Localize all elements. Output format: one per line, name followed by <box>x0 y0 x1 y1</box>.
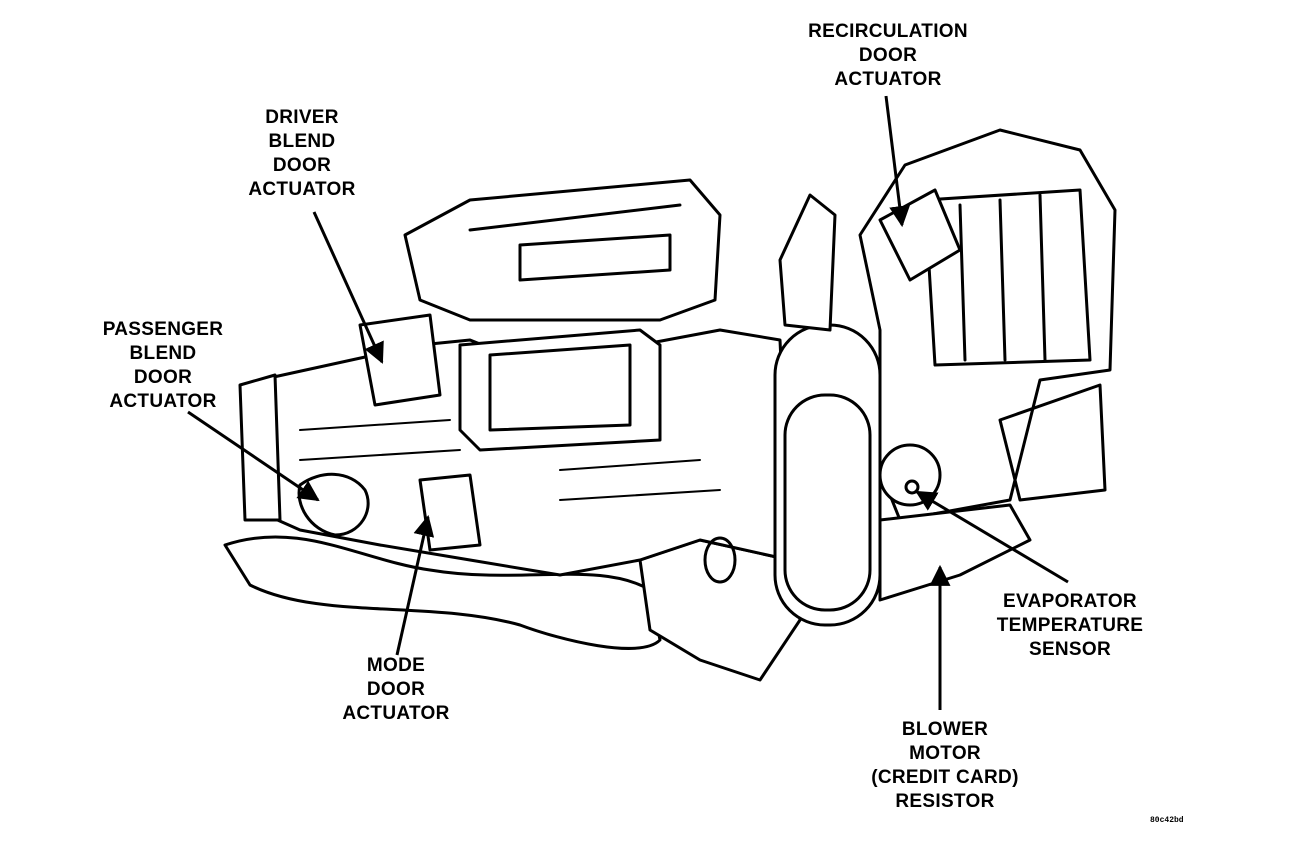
figure-code: 80c42bd <box>1150 816 1184 825</box>
driver-blend-actuator-shape <box>358 313 442 407</box>
recirc-leader <box>884 95 911 228</box>
mode-leader <box>395 514 435 656</box>
passenger-leader <box>187 410 320 502</box>
left-outlet <box>238 373 282 522</box>
panel-outlet <box>458 328 662 452</box>
defrost-outlet <box>403 178 722 322</box>
passenger-blend-door-actuator-label: PASSENGER BLEND DOOR ACTUATOR <box>102 319 224 412</box>
mode-door-actuator-label: MODE DOOR ACTUATOR <box>342 655 450 724</box>
blower-motor-resistor-label: BLOWER MOTOR (CREDIT CARD) RESISTOR <box>871 719 1019 812</box>
evaporator-core <box>773 323 882 627</box>
evap-sensor-shape <box>878 443 942 507</box>
evaporator-temperature-sensor-label: EVAPORATOR TEMPERATURE SENSOR <box>996 591 1144 660</box>
driver-leader <box>312 211 384 364</box>
recirculation-door-actuator-label: RECIRCULATION DOOR ACTUATOR <box>808 21 968 90</box>
mode-actuator-shape <box>418 473 482 552</box>
evap-leader <box>915 490 1069 584</box>
driver-blend-door-actuator-label: DRIVER BLEND DOOR ACTUATOR <box>248 107 356 200</box>
